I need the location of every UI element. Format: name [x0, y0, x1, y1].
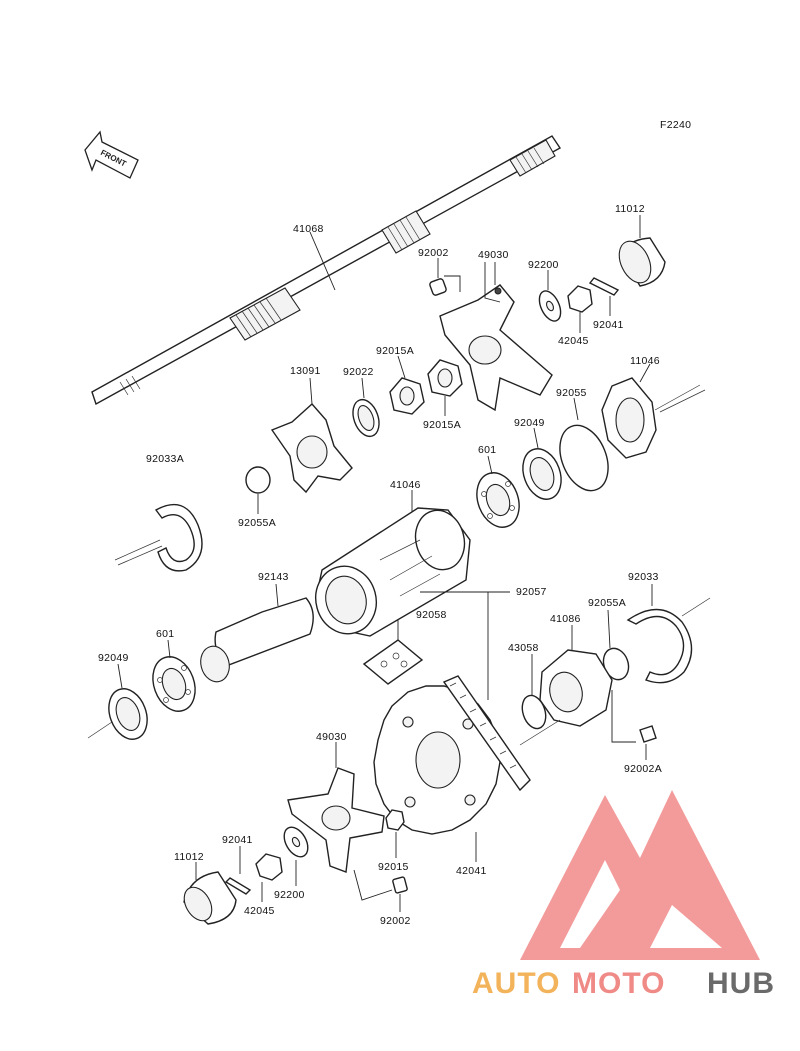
label-11046: 11046 — [630, 355, 660, 367]
hub-flange-top — [439, 262, 553, 412]
hub-cap-bottom — [183, 862, 237, 925]
axle-housing-41046 — [315, 490, 471, 637]
front-arrow-icon: FRONT — [84, 130, 139, 179]
label-49030-bottom: 49030 — [316, 731, 347, 743]
washer-92200-bottom — [283, 826, 309, 886]
label-92049-bottom: 92049 — [98, 652, 129, 664]
o-ring-92055a-left — [245, 466, 271, 514]
label-601-bottom: 601 — [156, 628, 174, 640]
label-92015a-left: 92015A — [376, 345, 414, 357]
watermark-brand: AUTO MOTO HUB — [472, 967, 775, 1000]
bolt-92002a — [611, 690, 657, 760]
label-11012-bottom: 11012 — [174, 851, 204, 863]
label-92057: 92057 — [516, 586, 547, 598]
label-92015a-right: 92015A — [423, 419, 461, 431]
watermark-part-auto: AUTO — [472, 967, 560, 1000]
label-41068: 41068 — [293, 223, 324, 235]
label-41046: 41046 — [390, 479, 421, 491]
label-92055-top: 92055 — [556, 387, 587, 399]
bolt-92002-top — [429, 258, 461, 296]
watermark-logo-icon — [520, 790, 760, 960]
watermark-part-hub: HUB — [707, 967, 775, 1000]
label-92058: 92058 — [416, 609, 447, 621]
label-13091: 13091 — [290, 365, 321, 377]
label-92033: 92033 — [628, 571, 659, 583]
label-92002-bottom: 92002 — [380, 915, 411, 927]
label-92041-top: 92041 — [593, 319, 624, 331]
nut-92015 — [385, 809, 405, 858]
collar-92143 — [200, 583, 314, 683]
label-42045-bottom: 42045 — [244, 905, 275, 917]
bearing-601-top — [476, 455, 520, 528]
castle-nut-top — [567, 285, 593, 333]
sprocket-hub-13091 — [270, 377, 353, 494]
label-601-top: 601 — [478, 444, 496, 456]
bracket-11046 — [601, 363, 706, 459]
circlip-92033 — [626, 584, 711, 684]
cotter-pin-bottom — [224, 846, 252, 895]
label-92200-top: 92200 — [528, 259, 559, 271]
hub-flange-bottom — [287, 742, 385, 873]
label-92200-bottom: 92200 — [274, 889, 305, 901]
label-42045-top: 42045 — [558, 335, 589, 347]
label-11012-top: 11012 — [615, 203, 645, 215]
label-43058: 43058 — [508, 642, 539, 654]
axle-shaft — [91, 135, 562, 406]
label-41086: 41086 — [550, 613, 581, 625]
label-92055a-right: 92055A — [588, 597, 626, 609]
label-42041: 42041 — [456, 865, 487, 877]
oil-seal-92049-bottom — [87, 663, 148, 740]
label-92041-bottom: 92041 — [222, 834, 253, 846]
drive-chain — [442, 675, 531, 792]
bearing-601-bottom — [152, 639, 196, 712]
label-92002a: 92002A — [624, 763, 662, 775]
sprocket-42041 — [373, 685, 501, 862]
oil-seal-92049-top — [522, 427, 562, 500]
label-92055a-left: 92055A — [238, 517, 276, 529]
lock-nut-92015a-right — [427, 359, 463, 416]
lock-nut-92015a-left — [389, 355, 425, 415]
circlip-92033a — [114, 503, 203, 572]
ring-92022 — [352, 377, 380, 438]
chain-master-link — [362, 639, 424, 685]
washer-92200-top — [538, 270, 562, 322]
hub-cap-top — [618, 215, 666, 287]
watermark-part-moto: MOTO — [572, 967, 665, 1000]
ring-43058 — [521, 654, 547, 730]
o-ring-92055 — [559, 397, 609, 492]
label-92002-top: 92002 — [418, 247, 449, 259]
cotter-pin-top — [588, 277, 620, 316]
bolt-92002-bottom — [353, 869, 408, 912]
castle-nut-bottom — [255, 853, 283, 902]
label-92015: 92015 — [378, 861, 409, 873]
label-49030-top: 49030 — [478, 249, 509, 261]
figure-code: F2240 — [660, 119, 691, 131]
label-92033a: 92033A — [146, 453, 184, 465]
hub-41086 — [519, 625, 613, 746]
label-92143: 92143 — [258, 571, 289, 583]
label-92049-top: 92049 — [514, 417, 545, 429]
label-92022: 92022 — [343, 366, 374, 378]
